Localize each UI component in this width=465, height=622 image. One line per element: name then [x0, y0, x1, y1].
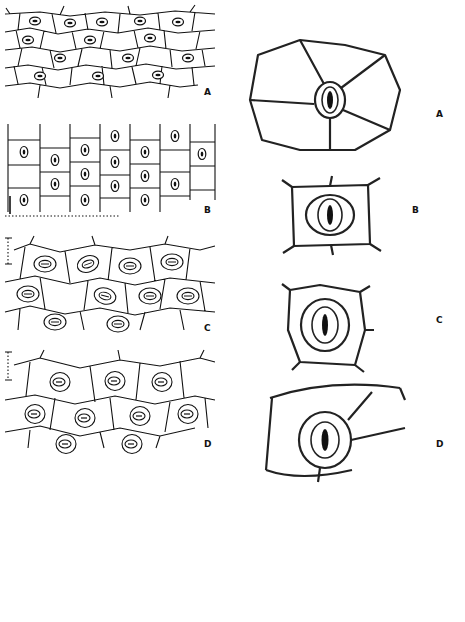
stomata-c	[17, 253, 199, 332]
stoma-closeup-d	[266, 385, 405, 482]
panel-letter: C	[436, 316, 443, 325]
epidermis-c	[5, 236, 215, 330]
stomata-a	[23, 17, 194, 80]
stoma-closeup-b	[282, 176, 381, 255]
panel-letter: C	[204, 324, 211, 333]
panel-letter: B	[204, 206, 211, 215]
stoma-closeup-a	[250, 40, 400, 150]
epidermis-b	[5, 124, 215, 216]
panel-letter: B	[412, 206, 419, 215]
stoma-closeup-c	[282, 284, 374, 372]
stomata-b	[20, 131, 206, 206]
panel-letter: D	[204, 440, 211, 449]
epidermis-a	[5, 5, 215, 98]
epidermis-d	[5, 350, 215, 448]
panel-letter: A	[204, 88, 211, 97]
stomata-d	[25, 372, 198, 454]
panel-letter: D	[436, 440, 443, 449]
panel-letter: A	[436, 110, 443, 119]
